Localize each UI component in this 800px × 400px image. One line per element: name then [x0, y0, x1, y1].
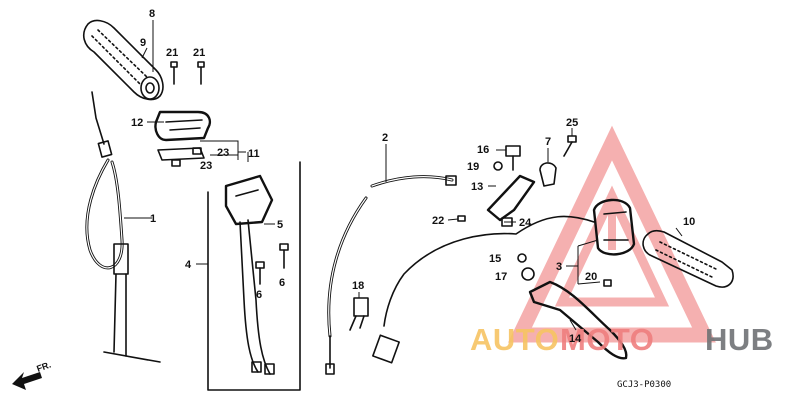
direction-label: FR. — [35, 360, 52, 374]
callout-19: 19 — [467, 161, 479, 173]
clutch-cable-part-1 — [85, 91, 161, 363]
callout-15: 15 — [489, 253, 501, 265]
callout-23-lower: 23 — [200, 160, 212, 172]
callout-6-right: 6 — [279, 277, 285, 289]
callout-21-right: 21 — [193, 47, 205, 59]
screw-21-left-icon — [170, 61, 178, 85]
callout-18: 18 — [352, 280, 364, 292]
callout-11: 11 — [248, 148, 260, 160]
right-grip-part-10 — [642, 229, 734, 288]
callout-9: 9 — [140, 37, 146, 49]
clutch-switch-18 — [349, 297, 369, 331]
screw-6-left-icon — [255, 261, 265, 285]
switch-clamp-7 — [539, 162, 557, 187]
screw-22-icon — [457, 215, 466, 222]
screw-21-right-icon — [197, 61, 205, 85]
screw-25-icon — [563, 135, 577, 157]
screw-6-right-icon — [279, 243, 289, 269]
watermark-triangle-icon — [508, 125, 716, 343]
callout-21-left: 21 — [166, 47, 178, 59]
callout-10: 10 — [683, 216, 695, 228]
nut-23-icon — [171, 147, 202, 167]
leader-lines — [124, 20, 683, 331]
right-switch-box-3 — [372, 198, 636, 364]
callout-20: 20 — [585, 271, 597, 283]
throttle-cable-part-2 — [325, 175, 457, 375]
callout-8: 8 — [149, 8, 155, 20]
callout-2: 2 — [382, 132, 388, 144]
callout-14: 14 — [569, 333, 582, 345]
bolt-19-icon — [493, 161, 503, 171]
front-direction-arrow-icon: FR. — [12, 360, 52, 390]
callout-1: 1 — [150, 213, 156, 225]
watermark-part2: MOTO — [560, 322, 654, 357]
callout-7: 7 — [545, 136, 551, 148]
callout-4: 4 — [185, 259, 192, 271]
lever-bracket-13 — [486, 145, 536, 222]
callout-25: 25 — [566, 117, 578, 129]
brake-lever-14 — [528, 280, 628, 360]
bolt-15-icon — [517, 253, 527, 263]
callout-5: 5 — [277, 219, 283, 231]
callout-23-upper: 23 — [217, 147, 229, 159]
callout-6-left: 6 — [256, 289, 262, 301]
callout-17: 17 — [495, 271, 507, 283]
callout-3: 3 — [556, 261, 562, 273]
callout-16: 16 — [477, 144, 489, 156]
callouts: 8 9 21 21 12 23 23 11 1 5 4 6 6 2 18 16 … — [131, 8, 695, 345]
nut-17-icon — [521, 267, 535, 281]
watermark-part3: HUB — [705, 322, 774, 357]
left-grip-part — [82, 19, 164, 101]
clamp-part-12 — [154, 110, 212, 161]
watermark-logo — [508, 125, 716, 343]
figure-code: GCJ3-P0300 — [617, 380, 671, 390]
watermark-part1: AUTO — [470, 322, 559, 357]
callout-22: 22 — [432, 215, 444, 227]
callout-12: 12 — [131, 117, 143, 129]
watermark-text: AUTO MOTO HUB — [470, 322, 774, 357]
callout-13: 13 — [471, 181, 483, 193]
callout-24: 24 — [519, 217, 532, 229]
left-switch-box-4 — [207, 161, 301, 391]
screw-20-icon — [603, 279, 612, 287]
